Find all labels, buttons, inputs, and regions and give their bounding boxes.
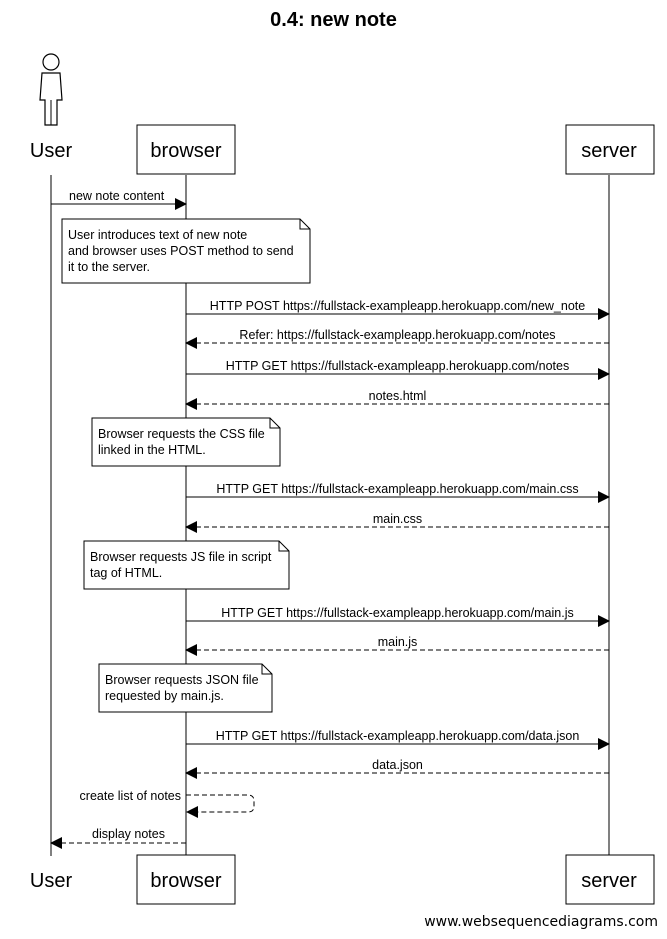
message-request: HTTP GET https://fullstack-exampleapp.he… <box>186 482 610 503</box>
message-request: HTTP GET https://fullstack-exampleapp.he… <box>186 606 610 627</box>
note-box <box>83 540 290 590</box>
note-line: linked in the HTML. <box>98 443 206 457</box>
server-box-bottom <box>565 854 655 905</box>
message-label: HTTP GET https://fullstack-exampleapp.he… <box>221 606 573 620</box>
note-line: User introduces text of new note <box>68 228 247 242</box>
message-label: HTTP GET https://fullstack-exampleapp.he… <box>216 729 580 743</box>
note: Browser requests JSON file requested by m… <box>98 663 273 713</box>
message-label: new note content <box>69 189 165 203</box>
note-line: and browser uses POST method to send <box>68 244 294 258</box>
message-label: main.css <box>373 512 422 526</box>
message-label: main.js <box>378 635 418 649</box>
user-label-bottom: User <box>30 870 73 892</box>
note-box <box>61 218 311 284</box>
message-response: main.css <box>185 512 609 533</box>
note: User introduces text of new note and brow… <box>61 218 311 284</box>
message-response: main.js <box>185 635 609 656</box>
user-actor-icon <box>39 53 63 126</box>
note: Browser requests JS file in script tag of… <box>83 540 290 590</box>
message-response: data.json <box>185 758 609 779</box>
note-box <box>91 417 281 467</box>
server-box-top <box>565 124 655 175</box>
message-label: create list of notes <box>80 789 181 803</box>
footer-credit: www.websequencediagrams.com <box>424 914 658 930</box>
note-fold <box>269 418 280 429</box>
server-label-top: server <box>581 140 637 162</box>
browser-box-top <box>136 124 236 175</box>
server-label-bottom: server <box>581 870 637 892</box>
message-response: Refer: https://fullstack-exampleapp.hero… <box>185 328 609 349</box>
message-label: data.json <box>372 758 423 772</box>
self-message: create list of notes <box>80 789 255 818</box>
message-request: new note content <box>51 189 187 210</box>
browser-label-bottom: browser <box>150 870 221 892</box>
note-line: tag of HTML. <box>90 566 162 580</box>
browser-label-top: browser <box>150 140 221 162</box>
note-fold <box>299 219 310 230</box>
note-line: requested by main.js. <box>105 689 224 703</box>
message-request: HTTP GET https://fullstack-exampleapp.he… <box>186 359 610 380</box>
note-box <box>98 663 273 713</box>
diagram-title: 0.4: new note <box>270 9 397 31</box>
actor-head <box>42 53 60 71</box>
note-fold <box>261 664 272 675</box>
message-label: HTTP GET https://fullstack-exampleapp.he… <box>216 482 578 496</box>
message-label: Refer: https://fullstack-exampleapp.hero… <box>239 328 555 342</box>
message-label: notes.html <box>369 389 427 403</box>
note-line: Browser requests the CSS file <box>98 427 265 441</box>
browser-box-bottom <box>136 854 236 905</box>
note-line: Browser requests JSON file <box>105 673 259 687</box>
message-label: display notes <box>92 827 165 841</box>
message-response: notes.html <box>185 389 609 410</box>
message-label: HTTP POST https://fullstack-exampleapp.h… <box>210 299 585 313</box>
note: Browser requests the CSS file linked in t… <box>91 417 281 467</box>
user-label-top: User <box>30 140 73 162</box>
message-request: HTTP POST https://fullstack-exampleapp.h… <box>186 299 610 320</box>
note-line: it to the server. <box>68 260 150 274</box>
message-request: HTTP GET https://fullstack-exampleapp.he… <box>186 729 610 750</box>
note-line: Browser requests JS file in script <box>90 550 272 564</box>
note-fold <box>278 541 289 552</box>
message-label: HTTP GET https://fullstack-exampleapp.he… <box>226 359 569 373</box>
actor-body <box>39 72 63 126</box>
self-arrow <box>186 794 255 818</box>
message-response: display notes <box>50 827 186 849</box>
